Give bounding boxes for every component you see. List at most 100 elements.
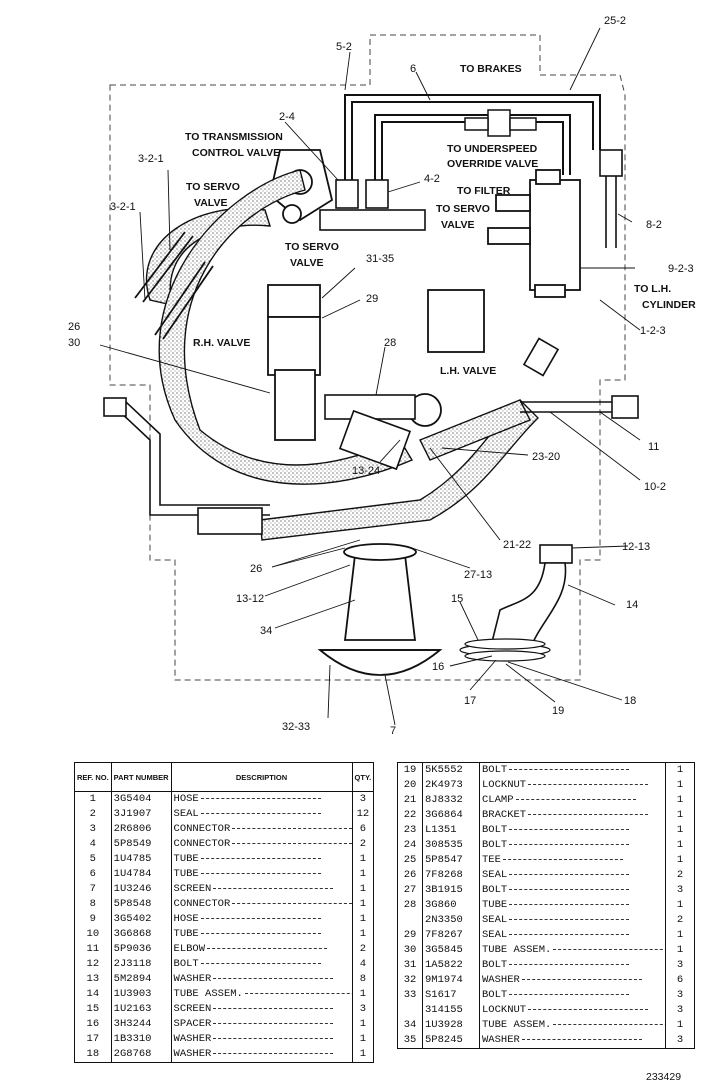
description-cell: BOLT [171,957,353,972]
part-number-cell: 1U2163 [111,1002,172,1017]
description-cell: LOCKNUT [479,1003,666,1018]
part-number-cell: 1A5822 [422,958,480,973]
ref-cell: 19 [397,762,423,778]
description-cell: CLAMP [479,793,666,808]
ref-cell: 35 [397,1033,423,1049]
description-cell: WASHER [171,972,353,987]
quantity-cell: 3 [676,959,684,971]
part-number-cell: 1U3903 [111,987,172,1002]
ref-cell: 31 [397,958,423,973]
ref-cell: 24 [397,838,423,853]
description-cell: SEAL [479,868,666,883]
callouts: 5-2 6 25-2 2-4 3-2-1 3-2-1 4-2 8-2 9-2-3… [68,15,694,737]
description-cell: CONNECTOR [171,897,353,912]
callout: 26 [250,563,262,575]
callout: 13-24 [352,465,380,477]
quantity-cell: 3 [676,989,684,1001]
quantity-cell: 1 [359,913,367,925]
note-override-valve: OVERRIDE VALVE [447,158,538,170]
description-cell: SEAL [479,928,666,943]
quantity-cell: 1 [359,988,367,1000]
tube-28 [324,394,416,471]
part-number-cell: 5P8548 [111,897,172,912]
quantity-cell: 1 [359,883,367,895]
ref-cell: 8 [74,897,112,912]
lh-valve [408,289,485,427]
ref-cell: 13 [74,972,112,987]
ref-cell: 27 [397,883,423,898]
description-cell: HOSE [171,912,353,927]
callout: 27-13 [464,569,492,581]
quantity-cell: 1 [676,794,684,806]
quantity-cell: 1 [359,853,367,865]
note-valve: VALVE [290,257,323,269]
header-desc: DESCRIPTION [171,762,353,792]
description-cell: SCREEN [171,882,353,897]
description-cell: SCREEN [171,1002,353,1017]
housing-outline [109,34,626,681]
ref-cell: 25 [397,853,423,868]
callout: 4-2 [424,173,440,185]
note-to-servo: TO SERVO [436,203,490,215]
quantity-cell: 4 [359,958,367,970]
part-number-cell: 1B3310 [111,1032,172,1047]
quantity-cell: 3 [676,1004,684,1016]
callout: 14 [626,599,638,611]
note-to-brakes: TO BRAKES [460,63,522,75]
quantity-cell: 1 [676,899,684,911]
ref-cell: 1 [74,791,112,807]
quantity-cell: 1 [359,928,367,940]
description-cell: TUBE ASSEM. [479,943,666,958]
part-number-cell: S1617 [422,988,480,1003]
callout: 18 [624,695,636,707]
part-number-cell: 5P9036 [111,942,172,957]
ref-cell: 17 [74,1032,112,1047]
description-cell: TUBE [171,867,353,882]
quantity-cell: 1 [676,854,684,866]
document-number: 233429 [646,1071,682,1083]
quantity-cell: 1 [676,809,684,821]
ref-cell: 33 [397,988,423,1003]
quantity-cell: 6 [359,823,367,835]
left-long-tube [103,397,270,535]
screen-15 [459,638,551,662]
callout: 19 [552,705,564,717]
note-to-lh: TO L.H. [634,283,671,295]
callout: 7 [390,725,396,737]
part-number-cell: L1351 [422,823,480,838]
description-cell: BOLT [479,823,666,838]
quantity-cell: 1 [359,898,367,910]
callout: 34 [260,625,272,637]
quantity-cell: 1 [676,839,684,851]
part-number-cell: 8J8332 [422,793,480,808]
description-cell: ELBOW [171,942,353,957]
callout: 23-20 [532,451,560,463]
part-number-cell: 2N3350 [422,913,480,928]
description-cell: SEAL [171,807,353,822]
part-number-cell: 314155 [422,1003,480,1018]
note-control-valve: CONTROL VALVE [192,147,280,159]
control-valve-block [487,169,581,298]
part-number-cell: 1U4785 [111,852,172,867]
quantity-cell: 1 [359,868,367,880]
callout: 11 [648,441,659,453]
part-number-cell: 3H3244 [111,1017,172,1032]
callout: 2-4 [279,111,295,123]
description-cell: BRACKET [479,808,666,823]
description-cell: LOCKNUT [479,778,666,793]
